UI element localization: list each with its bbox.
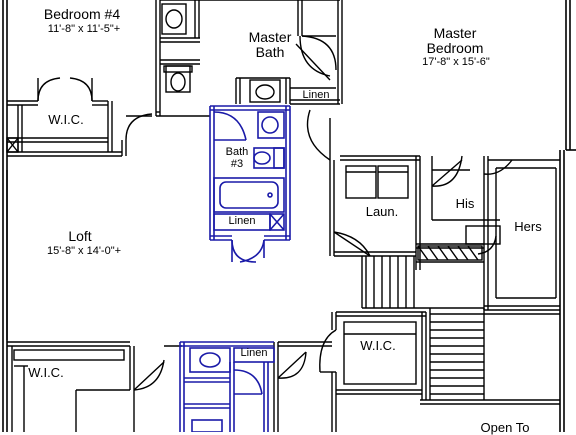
- interior-walls: [6, 0, 560, 432]
- loft-dims: 15'-8" x 14'-0"+: [46, 245, 122, 257]
- open-to-label: Open To: [480, 420, 530, 435]
- master-bedroom-dims: 17'-8" x 15'-6": [422, 56, 490, 68]
- laundry-label: Laun.: [365, 204, 399, 219]
- linen-master-label: Linen: [302, 89, 330, 101]
- bedroom4-dims: 11'-8" x 11'-5"+: [47, 23, 121, 35]
- wic-upper-label: W.I.C.: [48, 112, 84, 127]
- bedroom4-label: Bedroom #4: [43, 6, 121, 22]
- linen-lower-label: Linen: [240, 347, 268, 359]
- linen-bath3-label: Linen: [228, 215, 256, 227]
- highlighted-baths: [179, 105, 291, 432]
- his-label: His: [455, 196, 475, 211]
- hers-label: Hers: [514, 219, 542, 234]
- master-bath-label: Master Bath: [248, 29, 292, 60]
- master-bedroom-label: Master Bedroom: [426, 25, 484, 56]
- bath3-label: Bath #3: [225, 146, 249, 171]
- wic-lower-left-label: W.I.C.: [28, 365, 64, 380]
- wic-lower-mid-label: W.I.C.: [360, 338, 396, 353]
- loft-label: Loft: [68, 228, 92, 244]
